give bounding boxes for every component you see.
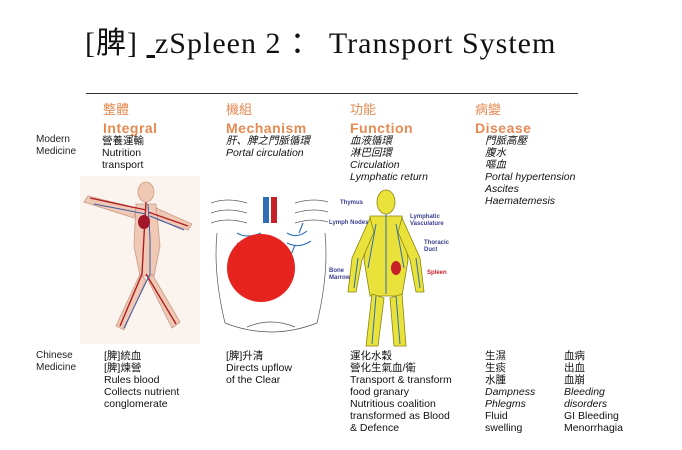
- cell-line: 營養運輸: [102, 135, 144, 147]
- column-header-zh: 機組: [226, 102, 253, 117]
- cell-line: Dampness: [485, 386, 536, 398]
- cell-line: disorders: [564, 398, 608, 410]
- cell-line: 血病: [564, 350, 585, 362]
- cell-line: Phlegms: [485, 398, 526, 410]
- row-label-line: Medicine: [36, 362, 77, 373]
- cell-line: Circulation: [350, 159, 400, 171]
- chinese-mechanism-cell: [脾]升清 Directs upflow of the Clear: [226, 350, 292, 386]
- cell-line: of the Clear: [226, 374, 281, 386]
- figure-label-lymph-nodes: Lymph Nodes: [329, 220, 369, 226]
- title-prefix: [脾]: [85, 27, 138, 60]
- chinese-disease2-cell: 血病 出血 血崩 Bleeding disorders GI Bleeding …: [564, 350, 623, 434]
- chinese-integral-cell: [脾]統血 [脾]煉營 Rules blood Collects nutrien…: [104, 350, 179, 410]
- cell-line: 出血: [564, 362, 585, 374]
- cell-line: 生濕: [485, 350, 506, 362]
- cell-line: 運化水穀: [350, 350, 392, 362]
- cell-line: Menorrhagia: [564, 422, 623, 434]
- cell-line: transport: [102, 159, 144, 171]
- cell-line: transformed as Blood: [350, 410, 450, 422]
- figure-label-lymphatic-vasculature: Lymphatic Vasculature: [410, 214, 444, 227]
- circulatory-system-figure: [80, 176, 200, 344]
- cell-line: Fluid: [485, 410, 508, 422]
- figure-label-spleen: Spleen: [427, 270, 447, 276]
- column-header-en: Disease: [475, 120, 532, 136]
- cell-line: 腹水: [485, 147, 506, 159]
- cell-line: [脾]升清: [226, 350, 264, 362]
- cell-line: [脾]統血: [104, 350, 142, 362]
- chinese-function-cell: 運化水穀 營化生氣血/衛 Transport & transform food …: [350, 350, 452, 434]
- modern-mechanism-cell: 肝、脾之門脈循環 Portal circulation: [226, 135, 310, 159]
- cell-line: Nutrition: [102, 147, 142, 159]
- cell-line: Collects nutrient: [104, 386, 180, 398]
- cell-line: 嘔血: [485, 159, 506, 171]
- cell-line: 水腫: [485, 374, 506, 386]
- chinese-disease-cell: 生濕 生痰 水腫 Dampness Phlegms Fluid swelling: [485, 350, 535, 434]
- row-label-line: Medicine: [36, 146, 77, 157]
- modern-integral-cell: 營養運輸 Nutrition transport: [102, 135, 144, 171]
- cell-line: GI Bleeding: [564, 410, 619, 422]
- lymphatic-system-figure: [328, 188, 452, 348]
- page-title: [脾] zSpleen 2 ： Transport System: [85, 18, 556, 62]
- column-header-zh: 整體: [103, 102, 130, 117]
- cell-line: Haematemesis: [485, 195, 556, 207]
- modern-function-cell: 血液循環 淋巴回環 Circulation Lymphatic return: [350, 135, 428, 183]
- column-header-disease: 病變 Disease: [475, 99, 531, 136]
- cell-line: 血液循環: [350, 135, 392, 147]
- cell-line: Ascites: [485, 183, 519, 195]
- cell-line: food granary: [350, 386, 409, 398]
- figure-label-bone-marrow: Bone Marrow: [329, 268, 351, 281]
- cell-line: Nutritious coalition: [350, 398, 436, 410]
- column-header-en: Mechanism: [226, 120, 307, 136]
- cell-line: 門脈高壓: [485, 135, 527, 147]
- row-label-line: Modern: [36, 134, 70, 145]
- column-header-en: Function: [350, 120, 414, 136]
- title-underscore: [146, 27, 155, 60]
- modern-disease-cell: 門脈高壓 腹水 嘔血 Portal hypertension Ascites H…: [485, 135, 575, 207]
- row-label-line: Chinese: [36, 350, 73, 361]
- cell-line: 血崩: [564, 374, 585, 386]
- column-header-en: Integral: [103, 120, 158, 136]
- row-label-modern: Modern Medicine: [36, 134, 76, 158]
- cell-line: 生痰: [485, 362, 506, 374]
- cell-line: & Defence: [350, 422, 400, 434]
- cell-line: Transport & transform: [350, 374, 452, 386]
- column-header-mechanism: 機組 Mechanism: [226, 99, 307, 136]
- row-label-chinese: Chinese Medicine: [36, 350, 76, 374]
- cell-line: 營化生氣血/衛: [350, 362, 416, 374]
- cell-line: Portal circulation: [226, 147, 304, 159]
- column-header-function: 功能 Function: [350, 99, 413, 136]
- cell-line: Rules blood: [104, 374, 160, 386]
- cell-line: Directs upflow: [226, 362, 292, 374]
- column-header-zh: 病變: [475, 102, 502, 117]
- cell-line: 肝、脾之門脈循環: [226, 135, 310, 147]
- header-rule: [86, 93, 578, 94]
- cell-line: conglomerate: [104, 398, 168, 410]
- cell-line: Lymphatic return: [350, 171, 429, 183]
- title-text: zSpleen 2 ： Transport System: [154, 27, 557, 60]
- cell-line: Portal hypertension: [485, 171, 576, 183]
- cell-line: [脾]煉營: [104, 362, 142, 374]
- column-header-zh: 功能: [350, 102, 377, 117]
- cell-line: Bleeding: [564, 386, 605, 398]
- cell-line: swelling: [485, 422, 523, 434]
- cell-line: 淋巴回環: [350, 147, 392, 159]
- red-disk-marker: [227, 234, 295, 302]
- column-header-integral: 整體 Integral: [103, 99, 158, 136]
- figure-label-thoracic-duct: Thoracic Duct: [424, 240, 450, 253]
- figure-label-thymus: Thymus: [340, 200, 364, 206]
